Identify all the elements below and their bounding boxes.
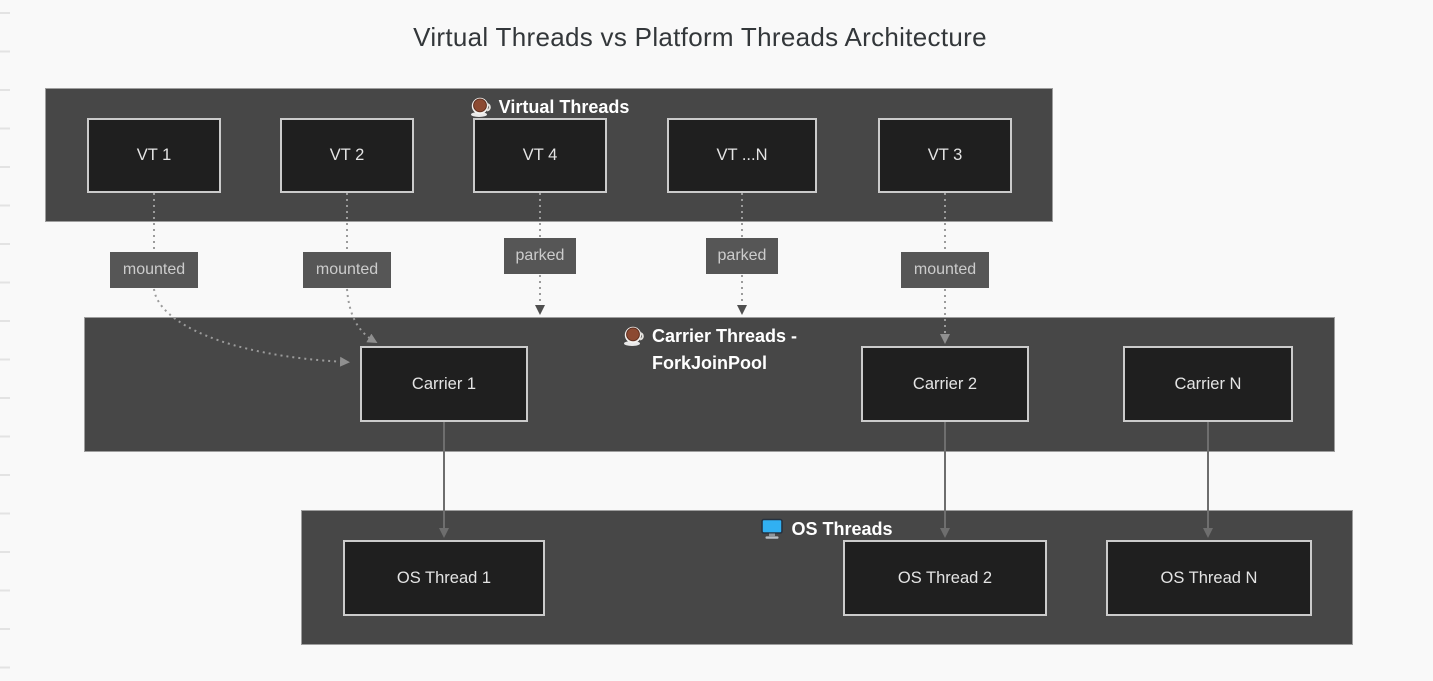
node-vt3: VT 3 (878, 118, 1012, 193)
carrier-threads-header: Carrier Threads - ForkJoinPool (85, 323, 1334, 376)
coffee-icon (622, 325, 644, 347)
edge-label-mounted-vt3: mounted (901, 252, 989, 288)
edge-label-parked-vt4: parked (504, 238, 576, 274)
node-vtn: VT ...N (667, 118, 817, 193)
node-vt4: VT 4 (473, 118, 607, 193)
desktop-computer-icon (761, 518, 784, 540)
diagram-title: Virtual Threads vs Platform Threads Arch… (413, 22, 987, 52)
node-carrier2: Carrier 2 (861, 346, 1029, 422)
virtual-threads-header: Virtual Threads (46, 94, 1052, 120)
carrier-threads-label-line1: Carrier Threads - (651, 326, 798, 346)
node-osn: OS Thread N (1106, 540, 1312, 616)
node-carrier1: Carrier 1 (360, 346, 528, 422)
node-vt2: VT 2 (280, 118, 414, 193)
coffee-icon (469, 96, 491, 118)
virtual-threads-label: Virtual Threads (498, 97, 630, 117)
edge-label-mounted-vt2: mounted (303, 252, 391, 288)
os-threads-label: OS Threads (791, 519, 893, 539)
node-vt1: VT 1 (87, 118, 221, 193)
ruler-ticks (0, 12, 10, 681)
node-os2: OS Thread 2 (843, 540, 1047, 616)
node-carriern: Carrier N (1123, 346, 1293, 422)
carrier-threads-label-line2: ForkJoinPool (651, 353, 767, 373)
os-threads-header: OS Threads (302, 516, 1352, 542)
edge-label-mounted-vt1: mounted (110, 252, 198, 288)
node-os1: OS Thread 1 (343, 540, 545, 616)
edge-label-parked-vtn: parked (706, 238, 778, 274)
